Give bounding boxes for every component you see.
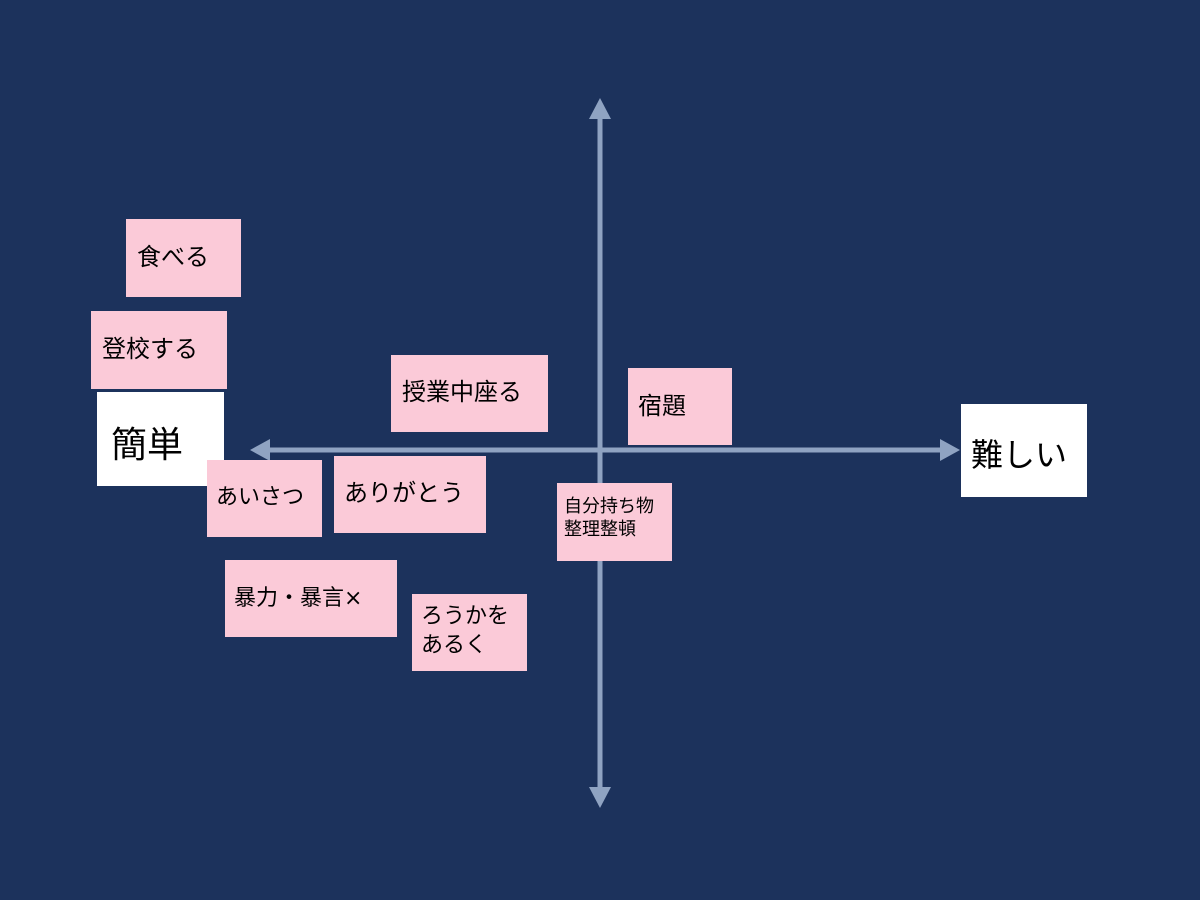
note-aisatsu: あいさつ	[207, 460, 322, 537]
note-taberu-text: 食べる	[137, 243, 209, 271]
axis-label-easy-text: 簡単	[111, 425, 184, 466]
left-arrowhead	[250, 439, 270, 461]
note-rouka-line1: ろうかを	[421, 604, 510, 629]
down-arrowhead	[589, 787, 611, 808]
note-arigatou: ありがとう	[334, 456, 486, 533]
note-rouka: ろうかを あるく	[412, 594, 527, 671]
axis-label-easy: 簡単	[97, 392, 224, 486]
axis-label-difficult: 難しい	[961, 404, 1087, 497]
vertical-axis	[589, 98, 611, 808]
note-bouryoku-text: 暴力・暴言×	[234, 586, 363, 611]
axis-label-difficult-text: 難しい	[971, 436, 1068, 474]
right-arrowhead	[940, 439, 960, 461]
up-arrowhead	[589, 98, 611, 119]
note-toukou: 登校する	[91, 311, 227, 389]
note-shukudai-text: 宿題	[638, 392, 686, 420]
note-shukudai: 宿題	[628, 368, 732, 445]
note-jibun-line2: 整理整頓	[564, 519, 636, 541]
note-toukou-text: 登校する	[102, 335, 198, 363]
note-rouka-line2: あるく	[421, 632, 488, 658]
note-taberu: 食べる	[126, 219, 241, 297]
note-arigatou-text: ありがとう	[344, 479, 464, 507]
note-jibun-mochimono: 自分持ち物 整理整頓	[557, 483, 672, 561]
note-aisatsu-text: あいさつ	[216, 485, 305, 510]
note-bouryoku: 暴力・暴言×	[225, 560, 397, 637]
note-jugyou-text: 授業中座る	[402, 378, 522, 406]
note-jibun-line1: 自分持ち物	[564, 496, 654, 517]
note-jugyou: 授業中座る	[391, 355, 548, 432]
horizontal-axis	[250, 439, 960, 461]
